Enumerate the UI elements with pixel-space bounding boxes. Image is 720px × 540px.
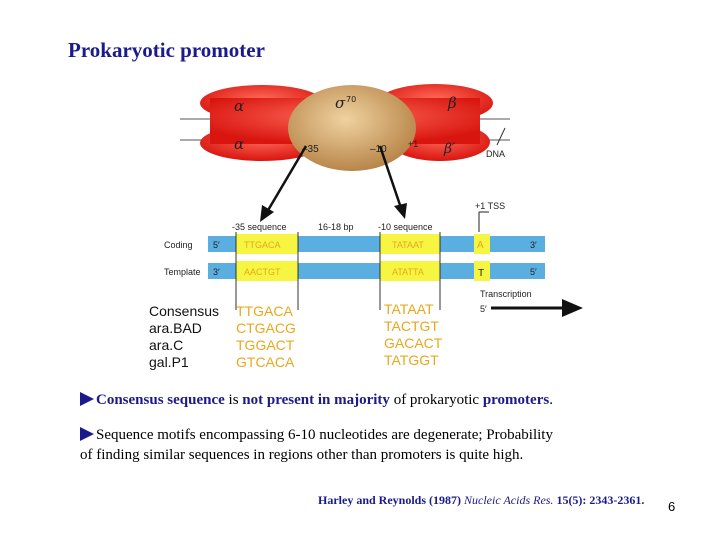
consensus-seq35: TTGACA CTGACG TGGACT GTCACA xyxy=(236,303,296,370)
svg-text:5′: 5′ xyxy=(213,240,220,250)
template-seq10-box xyxy=(380,261,440,281)
spacer-header: 16-18 bp xyxy=(318,222,354,232)
consensus-seq10: TATAAT TACTGT GACACT TATGGT xyxy=(384,301,443,368)
template-seq35-box xyxy=(236,261,298,281)
template-base: T xyxy=(478,268,484,279)
arrow-bullet-icon xyxy=(80,427,94,441)
arrow-to-minus10 xyxy=(378,145,403,209)
alpha-label-top: α xyxy=(234,97,244,115)
coding-base-box xyxy=(474,234,490,254)
template-seq35: AACTGT xyxy=(244,267,281,277)
sigma-number: 70 xyxy=(346,95,356,104)
coding-base: A xyxy=(477,240,484,251)
template-base-box xyxy=(474,261,490,281)
svg-text:3′: 3′ xyxy=(213,267,220,277)
arrow-to-minus35 xyxy=(265,145,308,213)
page-title: Prokaryotic promoter xyxy=(68,38,265,62)
coding-seq35-box xyxy=(236,234,298,254)
sigma-factor xyxy=(288,85,416,171)
dna-label: DNA xyxy=(486,149,505,159)
seq10-header: -10 sequence xyxy=(378,222,433,232)
page-number: 6 xyxy=(668,499,676,514)
beta-prime-label: β′ xyxy=(443,141,456,157)
rna-polymerase xyxy=(200,84,493,171)
beta-label: β xyxy=(447,94,457,112)
tss-label: +1 TSS xyxy=(475,201,505,211)
coding-seq10: TATAAT xyxy=(392,240,424,250)
coding-label: Coding xyxy=(164,240,193,250)
sigma-label: σ xyxy=(335,94,346,112)
bullet-1: Consensus sequence is not present in maj… xyxy=(80,390,553,410)
consensus-labels: Consensus ara.BAD ara.C gal.P1 xyxy=(149,303,220,370)
minus35-label: –35 xyxy=(302,144,319,155)
seq35-header: -35 sequence xyxy=(232,222,287,232)
bullet-2: Sequence motifs encompassing 6-10 nucleo… xyxy=(80,427,553,463)
minus10-label: –10 xyxy=(370,144,387,155)
arrow-bullet-icon xyxy=(80,392,94,406)
svg-text:3′: 3′ xyxy=(530,240,537,250)
coding-seq35: TTGACA xyxy=(244,240,281,250)
citation: Harley and Reynolds (1987) Nucleic Acids… xyxy=(318,493,645,507)
svg-text:5′: 5′ xyxy=(480,304,487,314)
transcription-label: Transcription xyxy=(480,289,532,299)
template-seq10: ATATTA xyxy=(392,267,424,277)
plus1-label: +1 xyxy=(408,139,418,149)
coding-seq10-box xyxy=(380,234,440,254)
dna-pointer xyxy=(496,127,506,146)
template-label: Template xyxy=(164,267,201,277)
svg-text:5′: 5′ xyxy=(530,267,537,277)
alpha-label-bottom: α xyxy=(234,135,244,153)
